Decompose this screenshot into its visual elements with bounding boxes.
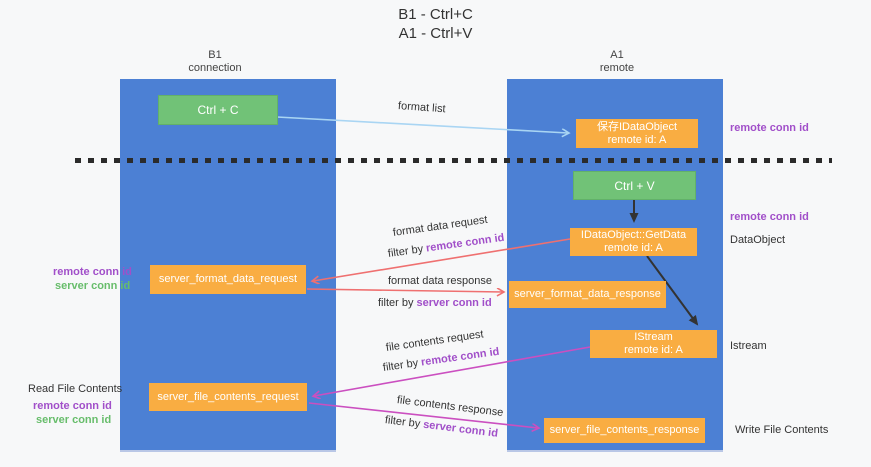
filter-2-prefix: filter by [378, 297, 417, 309]
read-file-contents-label: Read File Contents [28, 383, 123, 395]
istream-box: IStream remote id: A [590, 330, 717, 358]
ctrl-c-box: Ctrl + C [158, 95, 278, 125]
filter-3-id: remote conn id [420, 345, 501, 369]
right-remote-conn-id-1: remote conn id [730, 122, 809, 134]
getdata-line2: remote id: A [604, 242, 663, 254]
istream-line1: IStream [634, 331, 673, 343]
right-remote-conn-id-2: remote conn id [730, 211, 809, 223]
server-file-contents-request-label: server_file_contents_request [157, 390, 299, 403]
diagram-title: B1 - Ctrl+C A1 - Ctrl+V [0, 5, 871, 43]
diagram-title-line2: A1 - Ctrl+V [398, 25, 473, 42]
format-data-response-label: format data response [388, 275, 492, 287]
server-format-data-response-box: server_format_data_response [509, 281, 666, 308]
getdata-line1: IDataObject::GetData [580, 229, 687, 241]
filter-1-id: remote conn id [425, 231, 506, 255]
istream-line2: remote id: A [624, 344, 683, 356]
getdata-box: IDataObject::GetData remote id: A [570, 228, 697, 256]
istream-side-label: Istream [730, 340, 767, 352]
format-list-label: format list [397, 100, 446, 116]
left-server-conn-id-2: server conn id [36, 414, 112, 426]
save-dataobject-line1: 保存IDataObject [596, 120, 678, 133]
dashed-separator-line [75, 158, 832, 163]
lane-b1-subtitle: connection [188, 62, 242, 74]
dataobject-label: DataObject [730, 234, 786, 246]
filter-by-server-2-label: filter by server conn id [384, 414, 498, 440]
lane-header-b1: B1 connection [155, 49, 275, 75]
filter-2-id: server conn id [416, 297, 492, 309]
filter-by-server-1-label: filter by server conn id [378, 297, 492, 309]
file-contents-response-label: file contents response [396, 394, 504, 419]
save-dataobject-line2: remote id: A [607, 133, 667, 146]
filter-4-prefix: filter by [384, 414, 424, 431]
filter-4-id: server conn id [422, 418, 499, 440]
lane-a1-subtitle: remote [599, 62, 635, 74]
save-dataobject-box: 保存IDataObject remote id: A [576, 119, 698, 148]
ctrl-v-label: Ctrl + V [614, 178, 655, 193]
server-format-data-request-label: server_format_data_request [158, 273, 298, 285]
diagram-title-line1: B1 - Ctrl+C [398, 6, 473, 23]
left-remote-conn-id-2: remote conn id [33, 400, 112, 412]
lane-a1-title: A1 [610, 49, 624, 61]
left-remote-conn-id-1: remote conn id [53, 266, 132, 278]
format-response-arrow [306, 289, 503, 292]
filter-1-prefix: filter by [387, 242, 427, 260]
ctrl-c-label: Ctrl + C [197, 103, 239, 117]
write-file-contents-label: Write File Contents [735, 424, 829, 436]
server-format-data-request-box: server_format_data_request [150, 265, 306, 294]
server-file-contents-request-box: server_file_contents_request [149, 383, 307, 411]
lane-header-a1: A1 remote [557, 49, 677, 75]
ctrl-v-box: Ctrl + V [573, 171, 696, 200]
left-server-conn-id-1: server conn id [55, 280, 131, 292]
server-file-contents-response-label: server_file_contents_response [549, 424, 700, 436]
server-format-data-response-label: server_format_data_response [514, 288, 661, 300]
filter-3-prefix: filter by [382, 356, 422, 374]
lane-b1-title: B1 [208, 49, 222, 61]
server-file-contents-response-box: server_file_contents_response [544, 418, 705, 443]
